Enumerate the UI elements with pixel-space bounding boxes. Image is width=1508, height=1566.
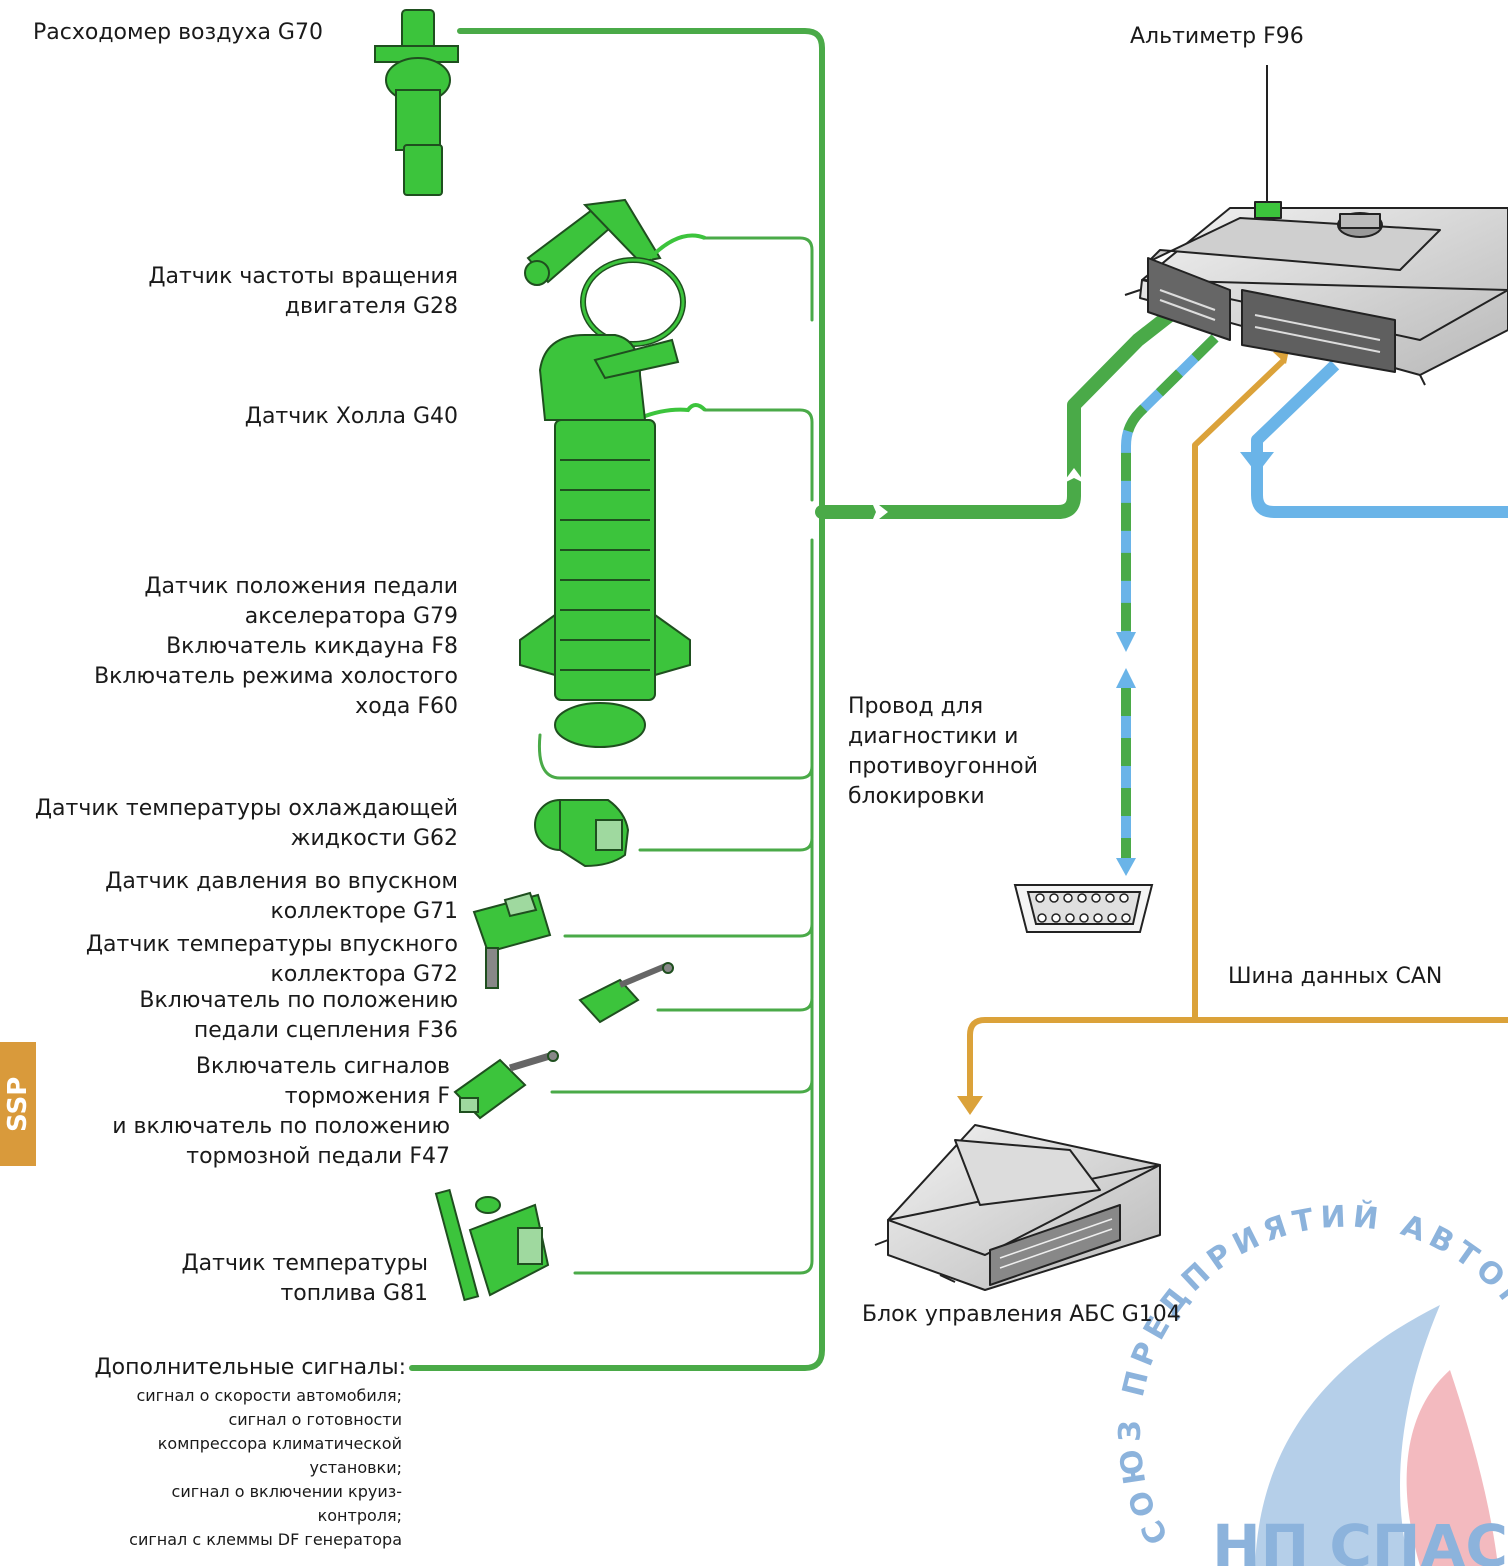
altimeter-chip	[1254, 201, 1282, 219]
g70-airflow-meter	[374, 9, 459, 196]
label-rpm-sensor: Датчик частоты вращения двигателя G28	[148, 264, 458, 319]
g79-pedal-sensor	[519, 334, 691, 748]
g71-pressure-sensor	[472, 891, 552, 989]
main-wire-to-ecu	[815, 308, 1177, 519]
label-abs-unit: Блок управления АБС G104	[862, 1302, 1181, 1327]
label-manifold-pressure: Датчик давления во впускном коллекторе G…	[105, 869, 458, 924]
g28-rpm-sensor	[524, 198, 706, 347]
engine-ecu	[1124, 201, 1508, 386]
label-altimeter: Альтиметр F96	[1130, 24, 1304, 49]
wire-f47	[550, 998, 814, 1094]
label-extra-signals-title: Дополнительные сигналы:	[94, 1355, 406, 1380]
label-air-flow-meter: Расходомер воздуха G70	[33, 20, 323, 45]
diag-arrow-up	[1116, 668, 1136, 688]
watermark-blue-sail	[1255, 1305, 1440, 1566]
label-fuel-temp: Датчик температуры топлива G81	[181, 1251, 428, 1306]
can-arrow-abs	[957, 1096, 983, 1115]
can-bus	[967, 357, 1508, 1100]
wire-g28	[703, 236, 814, 322]
label-can-bus: Шина данных CAN	[1228, 964, 1443, 989]
output-wire	[1251, 360, 1508, 518]
wire-g62	[638, 758, 814, 852]
label-diagnostic-wire: Провод для диагностики и противоугонной …	[848, 694, 1038, 809]
f47-brake-switch	[453, 1050, 559, 1120]
g81-fuel-temp-sensor	[434, 1188, 550, 1302]
wire-g81	[573, 1078, 814, 1275]
f36-clutch-switch	[578, 962, 674, 1024]
wire-g70	[409, 28, 825, 1371]
label-pedal-sensor: Датчик положения педали акселератора G79…	[94, 574, 458, 719]
label-brake-switch: Включатель сигналов торможения F и включ…	[112, 1054, 450, 1169]
arrow-to-ecu-main	[870, 498, 888, 526]
g62-coolant-sensor	[534, 799, 630, 868]
diag-arrow-down	[1116, 632, 1136, 652]
label-hall-sensor: Датчик Холла G40	[244, 404, 458, 429]
wire-f36	[656, 918, 814, 1012]
abs-control-unit	[874, 1124, 1161, 1291]
diagnostic-connector	[1013, 884, 1154, 933]
wire-g40	[703, 408, 814, 502]
sensor-components	[374, 9, 707, 1302]
watermark-red-sail	[1406, 1370, 1498, 1566]
label-clutch-switch: Включатель по положению педали сцепления…	[139, 988, 458, 1043]
label-extra-signals-list: сигнал о скорости автомобиля; сигнал о г…	[129, 1386, 402, 1549]
side-tab: SSP	[0, 1042, 36, 1166]
watermark-logo-text: НП СПАС	[1212, 1512, 1508, 1566]
output-arrow	[1240, 452, 1274, 474]
diag-arrow-down-connector	[1116, 858, 1136, 876]
sensor-bus	[409, 28, 1177, 1371]
label-coolant-sensor: Датчик температуры охлаждающей жидкости …	[34, 796, 458, 851]
diagnostic-wire	[1121, 334, 1219, 860]
arrow-up-ecu	[1062, 468, 1086, 484]
label-intake-temp: Датчик температуры впускного коллектора …	[85, 932, 458, 987]
